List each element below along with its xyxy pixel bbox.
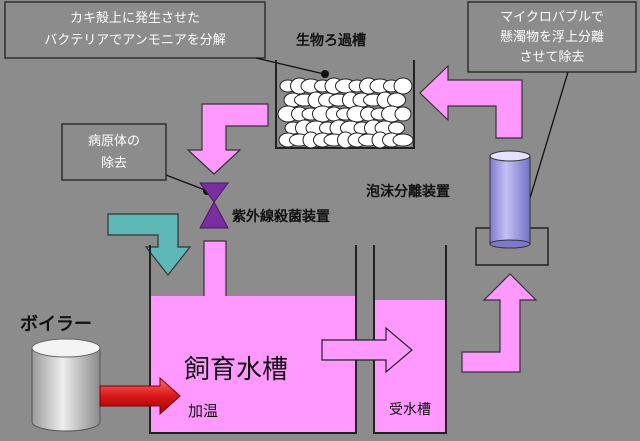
label-boiler: ボイラー [20, 314, 92, 335]
arrow-foam-to-biofilter [419, 64, 523, 139]
callout-micro-line2: 懸濁物を浮上分離 [500, 29, 604, 45]
arrow-receiving-to-foam [461, 273, 538, 373]
shell [394, 106, 412, 122]
shell [387, 92, 406, 108]
shell [393, 77, 413, 95]
callout-bacteria-line1: カキ殻上に発生させた [70, 11, 200, 26]
arrow-tank-to-receiving [321, 326, 413, 374]
uv-lamp-icon: 紫外線殺菌装置 [199, 182, 330, 229]
boiler: ボイラー [20, 314, 101, 432]
rearing-tank-water [150, 296, 356, 433]
arrow-biofilter-to-uv [186, 103, 269, 175]
callout-bacteria: カキ殻上に発生させた バクテリアでアンモニアを分解 [4, 1, 329, 78]
callout-pathogen-line2: 除去 [101, 156, 127, 171]
arrow-water-inflow [107, 213, 192, 276]
label-foam: 泡沫分離装置 [366, 183, 450, 200]
foam-column-icon [489, 150, 531, 249]
callout-bacteria-line2: バクテリアでアンモニアを分解 [44, 33, 225, 48]
receiving-tank: 受水槽 [373, 245, 447, 434]
callout-pathogen-leader [165, 174, 206, 191]
callout-bacteria-leader [255, 57, 325, 75]
label-heating: 加温 [188, 402, 218, 420]
rearing-tank: 飼育水槽 加温 [149, 245, 357, 434]
label-uv: 紫外線殺菌装置 [232, 208, 330, 225]
callout-pathogen-line1: 病原体の [88, 134, 140, 149]
callout-micro-line1: マイクロバブルで [500, 9, 604, 25]
label-receiving-tank: 受水槽 [389, 402, 431, 418]
callout-bacteria-dot [321, 70, 329, 78]
callout-microbubble: マイクロバブルで 懸濁物を浮上分離 させて除去 [467, 1, 637, 232]
cylinder-tank-icon [31, 338, 101, 432]
biofilter-tank: 生物ろ過槽 [275, 32, 415, 149]
shell [392, 133, 414, 147]
arrow-heating [99, 376, 181, 416]
shell [388, 121, 405, 135]
callout-micro-line3: させて除去 [519, 50, 584, 65]
label-biofilter: 生物ろ過槽 [296, 32, 366, 49]
label-rearing-tank: 飼育水槽 [184, 355, 288, 385]
callout-pathogen: 病原体の 除去 [61, 123, 211, 195]
foam-separator: 泡沫分離装置 [366, 150, 549, 266]
shell-pile-icon [277, 77, 414, 149]
